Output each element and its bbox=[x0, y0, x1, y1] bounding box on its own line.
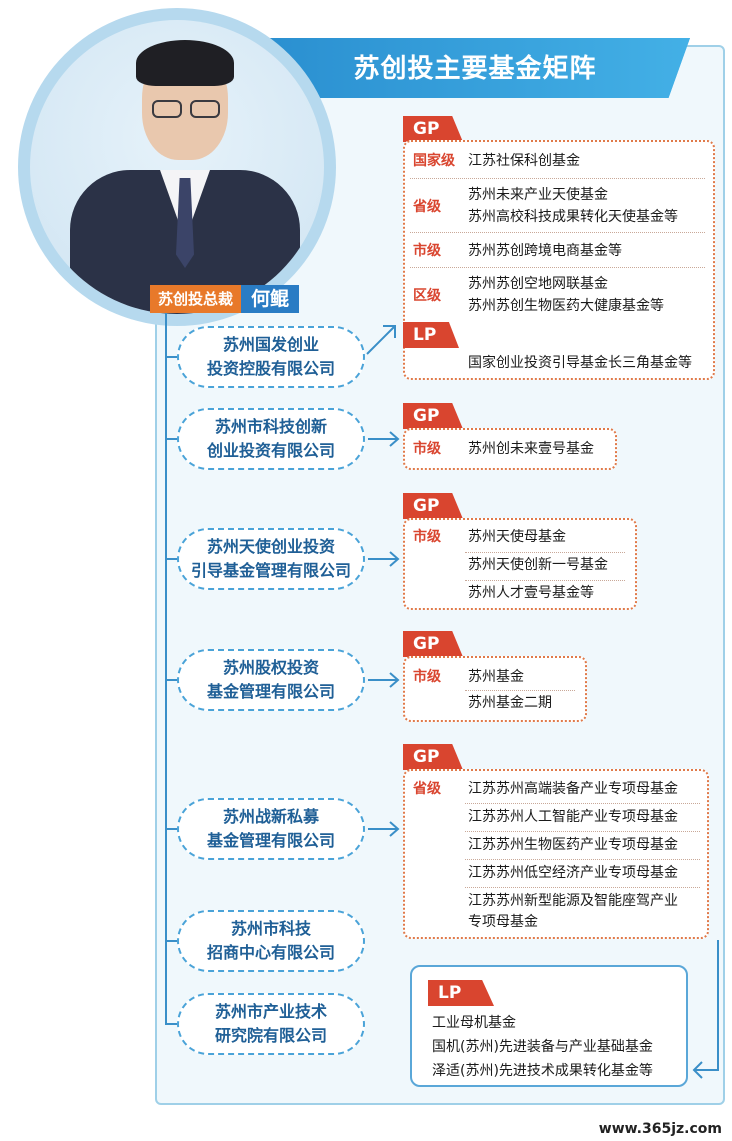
branch-line bbox=[165, 940, 177, 942]
fund-name: 苏州未来产业天使基金 bbox=[468, 187, 608, 203]
company-suzhou-tianshi: 苏州天使创业投资引导基金管理有限公司 bbox=[177, 528, 365, 590]
fund-name: 苏州苏创空地网联基金 bbox=[468, 276, 608, 292]
fund-name: 国家创业投资引导基金长三角基金等 bbox=[468, 355, 692, 371]
gp-tag: GP bbox=[403, 493, 463, 519]
fund-card-zhanxin bbox=[403, 769, 709, 939]
branch-line bbox=[165, 828, 177, 830]
level-label: 市级 bbox=[413, 243, 441, 259]
gp-tag: GP bbox=[403, 744, 463, 770]
lp-tag: LP bbox=[403, 322, 459, 348]
branch-line bbox=[165, 1023, 177, 1025]
company-suzhou-keji-zhaoshang: 苏州市科技招商中心有限公司 bbox=[177, 910, 365, 972]
branch-line bbox=[165, 438, 177, 440]
fund-name: 泽适(苏州)先进技术成果转化基金等 bbox=[432, 1063, 653, 1079]
level-label: 国家级 bbox=[413, 153, 455, 169]
level-label: 省级 bbox=[413, 781, 441, 797]
level-label: 市级 bbox=[413, 529, 441, 545]
company-suzhou-keji-chuangxin: 苏州市科技创新创业投资有限公司 bbox=[177, 408, 365, 470]
gp-tag: GP bbox=[403, 116, 463, 142]
fund-name: 苏州基金 bbox=[468, 669, 524, 685]
fund-card-tianshi bbox=[403, 518, 637, 610]
arrow-icon bbox=[368, 431, 400, 447]
watermark: www.365jz.com bbox=[598, 1121, 722, 1137]
fund-name: 苏州人才壹号基金等 bbox=[468, 585, 594, 601]
executive-name-tag: 苏创投总裁 何鲲 bbox=[150, 285, 300, 313]
level-label: 省级 bbox=[413, 199, 441, 215]
level-label: 市级 bbox=[413, 441, 441, 457]
fund-name: 江苏社保科创基金 bbox=[468, 153, 580, 169]
fund-name: 江苏苏州生物医药产业专项母基金 bbox=[468, 837, 678, 853]
portrait-photo bbox=[30, 20, 324, 314]
arrow-icon bbox=[368, 821, 400, 837]
fund-name: 苏州创未来壹号基金 bbox=[468, 441, 594, 457]
fund-name: 江苏苏州低空经济产业专项母基金 bbox=[468, 865, 678, 881]
arrow-icon bbox=[368, 672, 400, 688]
fund-name: 江苏苏州高端装备产业专项母基金 bbox=[468, 781, 678, 797]
arrow-icon bbox=[366, 325, 396, 355]
gp-tag: GP bbox=[403, 631, 463, 657]
fund-name: 苏州基金二期 bbox=[468, 695, 552, 711]
fund-name: 苏州苏创跨境电商基金等 bbox=[468, 243, 622, 259]
fund-name: 苏州高校科技成果转化天使基金等 bbox=[468, 209, 678, 225]
fund-card-guquan bbox=[403, 656, 587, 722]
executive-name: 何鲲 bbox=[241, 285, 300, 313]
fund-name: 江苏苏州新型能源及智能座驾产业 bbox=[468, 893, 678, 909]
company-suzhou-guquan: 苏州股权投资基金管理有限公司 bbox=[177, 649, 365, 711]
company-suzhou-zhanxin: 苏州战新私募基金管理有限公司 bbox=[177, 798, 365, 860]
arrow-icon bbox=[692, 940, 719, 1079]
fund-name: 工业母机基金 bbox=[432, 1015, 516, 1031]
fund-name: 苏州苏创生物医药大健康基金等 bbox=[468, 298, 664, 314]
tree-trunk-line bbox=[165, 313, 167, 1023]
page-title: 苏创投主要基金矩阵 bbox=[353, 54, 597, 84]
fund-name: 江苏苏州人工智能产业专项母基金 bbox=[468, 809, 678, 825]
company-suzhou-chanye-jishu: 苏州市产业技术研究院有限公司 bbox=[177, 993, 365, 1055]
level-label: 区级 bbox=[413, 288, 441, 304]
fund-name: 苏州天使母基金 bbox=[468, 529, 566, 545]
company-suzhou-guofa: 苏州国发创业投资控股有限公司 bbox=[177, 326, 365, 388]
executive-role: 苏创投总裁 bbox=[150, 285, 242, 313]
arrow-icon bbox=[368, 551, 400, 567]
level-label: 市级 bbox=[413, 669, 441, 685]
gp-tag: GP bbox=[403, 403, 463, 429]
fund-name: 国机(苏州)先进装备与产业基础基金 bbox=[432, 1039, 653, 1055]
fund-card-keji-chuangxin bbox=[403, 428, 617, 470]
fund-name: 专项母基金 bbox=[468, 914, 538, 930]
title-banner bbox=[260, 38, 690, 98]
fund-name: 苏州天使创新一号基金 bbox=[468, 557, 608, 573]
lp-tag: LP bbox=[428, 980, 494, 1006]
branch-line bbox=[165, 558, 177, 560]
branch-line bbox=[165, 679, 177, 681]
branch-line bbox=[165, 356, 177, 358]
